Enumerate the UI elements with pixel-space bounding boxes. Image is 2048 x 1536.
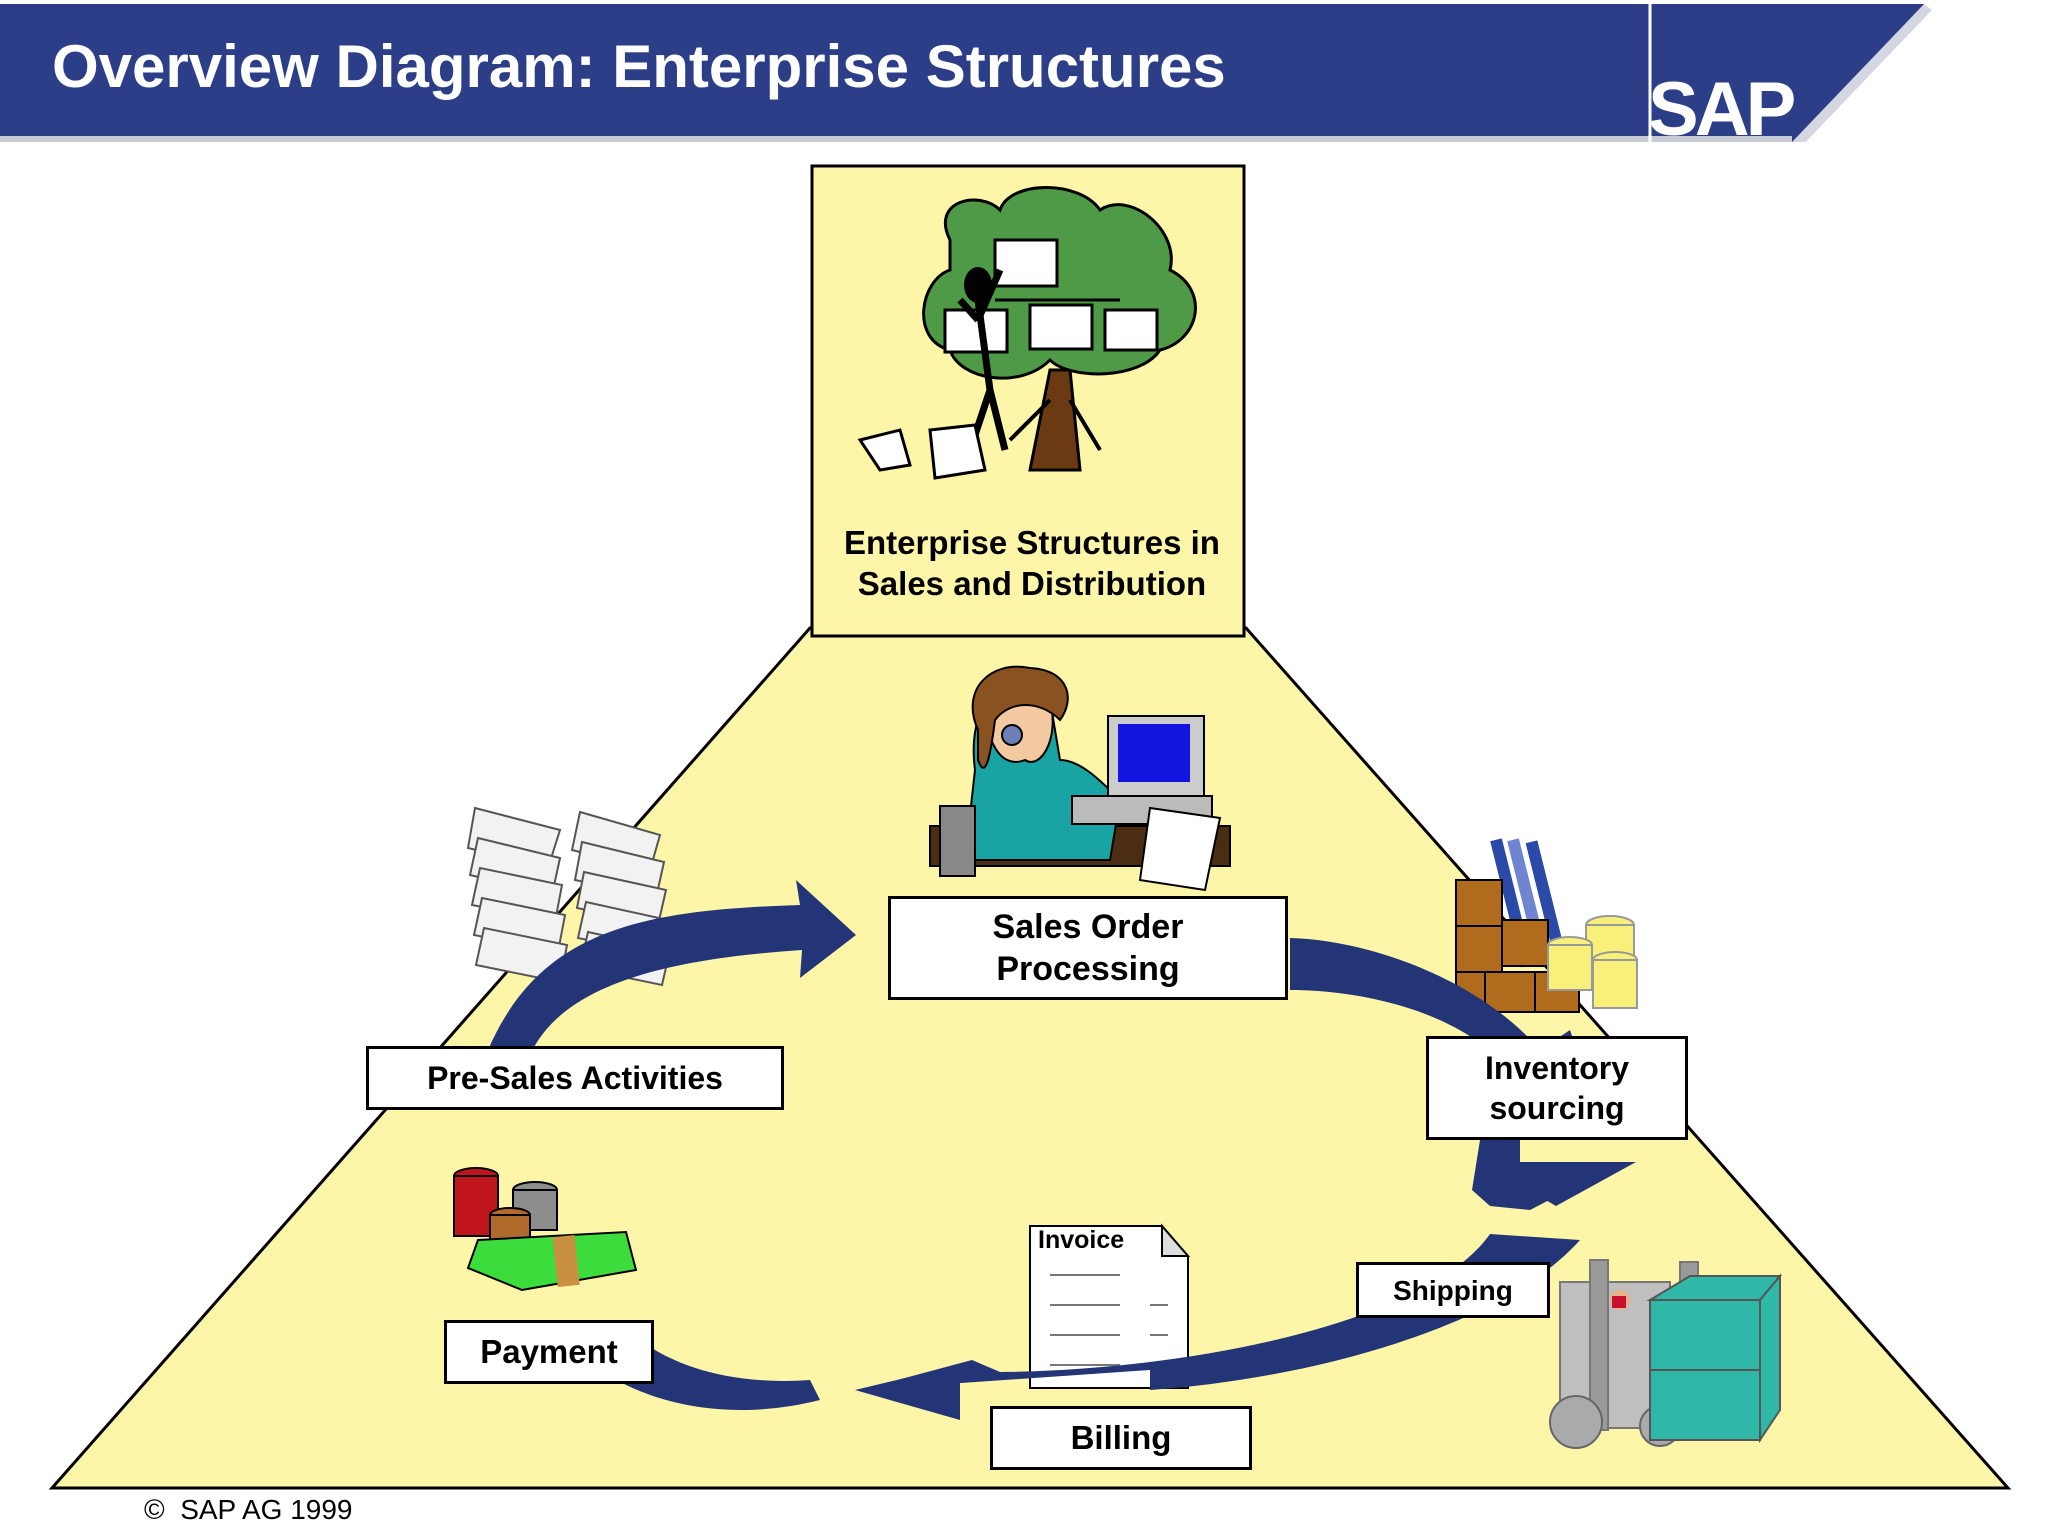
arrow-presales-to-order — [488, 880, 856, 1055]
sales-order-line1: Sales Order — [992, 907, 1184, 946]
sales-order-processing-box: Sales Order Processing — [888, 896, 1288, 1000]
arrow-billing-head — [855, 1365, 960, 1420]
warehouse-boxes-icon — [1455, 838, 1638, 1013]
copyright-footer: © SAP AG 1999 — [144, 1494, 352, 1526]
shipping-box: Shipping — [1356, 1262, 1550, 1318]
billing-box: Billing — [990, 1406, 1252, 1470]
enterprise-structures-line2: Sales and Distribution — [857, 565, 1207, 603]
org-tree-icon — [857, 186, 1197, 480]
presales-label: Pre-Sales Activities — [427, 1060, 723, 1096]
inventory-line1: Inventory — [1484, 1050, 1630, 1086]
forklift-icon — [1549, 1259, 1783, 1449]
inventory-line2: sourcing — [1489, 1090, 1625, 1126]
header-bar: Overview Diagram: Enterprise Structures … — [0, 0, 2048, 152]
sales-order-line2: Processing — [996, 950, 1180, 988]
inventory-sourcing-box: Inventory sourcing — [1426, 1036, 1688, 1140]
arrow-inventory-head — [1480, 1162, 1636, 1206]
page-title: Overview Diagram: Enterprise Structures — [52, 33, 1226, 100]
money-stack-icon — [453, 1167, 638, 1292]
enterprise-structures-label: Enterprise Structures in Sales and Distr… — [812, 522, 1252, 605]
call-center-agent-icon — [929, 665, 1231, 892]
invoice-icon — [1029, 1223, 1191, 1389]
copyright-icon: © — [144, 1494, 165, 1525]
shipping-label: Shipping — [1393, 1274, 1513, 1306]
footer-text: SAP AG 1999 — [180, 1494, 353, 1525]
payment-label: Payment — [480, 1333, 618, 1371]
presales-activities-box: Pre-Sales Activities — [366, 1046, 784, 1110]
enterprise-structures-line1: Enterprise Structures in — [844, 524, 1220, 561]
billing-label: Billing — [1070, 1419, 1172, 1457]
invoice-text: Invoice — [1038, 1226, 1125, 1254]
payment-box: Payment — [444, 1320, 654, 1384]
sap-logo: SAP — [1648, 67, 1796, 152]
